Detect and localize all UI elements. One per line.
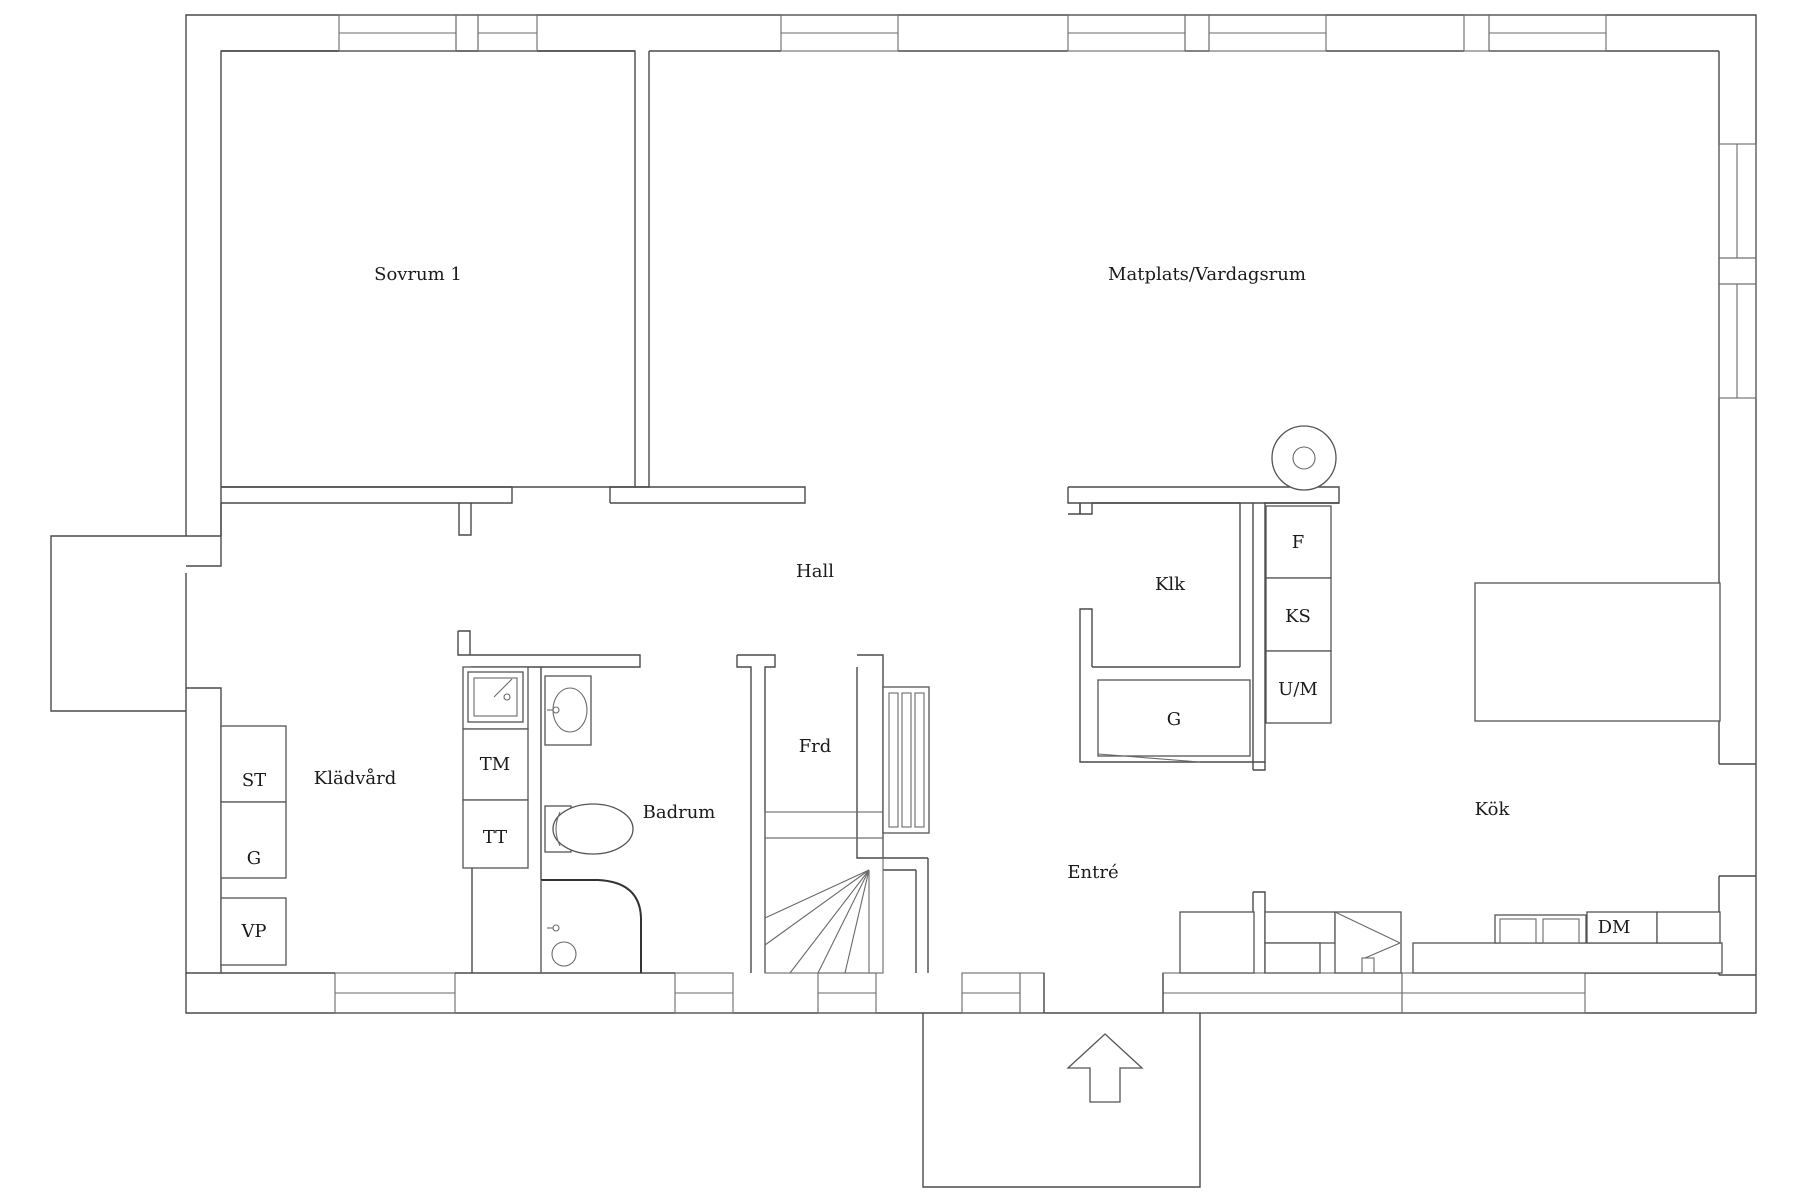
kitchen-fixtures [1097, 425, 1723, 974]
label-st: ST [242, 770, 266, 791]
room-labels: Sovrum 1 Matplats/Vardagsrum Hall Klk Kl… [314, 264, 1511, 883]
label-g-kladvard: G [247, 848, 261, 869]
label-dm: DM [1598, 917, 1631, 938]
label-g-klk: G [1167, 709, 1181, 730]
label-hall: Hall [796, 561, 834, 582]
label-tt: TT [483, 827, 507, 848]
label-badrum: Badrum [643, 802, 716, 823]
label-kladvard: Klädvård [314, 767, 397, 789]
label-vp: VP [240, 921, 266, 942]
label-kok: Kök [1475, 799, 1511, 820]
label-klk: Klk [1155, 574, 1186, 595]
label-entre: Entré [1067, 862, 1118, 883]
label-um: U/M [1278, 679, 1318, 700]
radiator [882, 686, 930, 834]
porches [50, 535, 1201, 1188]
label-matplats-vardagsrum: Matplats/Vardagsrum [1108, 264, 1306, 285]
label-sovrum-1: Sovrum 1 [374, 264, 462, 285]
label-frd: Frd [799, 736, 832, 757]
entrance-arrow-icon [1066, 1033, 1144, 1103]
label-tm: TM [480, 754, 510, 775]
windows [334, 14, 1757, 1014]
stairs [764, 811, 884, 974]
outer-walls [185, 14, 1757, 1014]
label-ks: KS [1285, 606, 1311, 627]
laundry-units [220, 666, 529, 966]
interior-walls [220, 51, 1340, 973]
bathroom-fixtures [540, 675, 642, 973]
fixture-labels: ST G VP TM TT F KS U/M G DM [240, 532, 1630, 942]
label-f: F [1292, 532, 1305, 553]
